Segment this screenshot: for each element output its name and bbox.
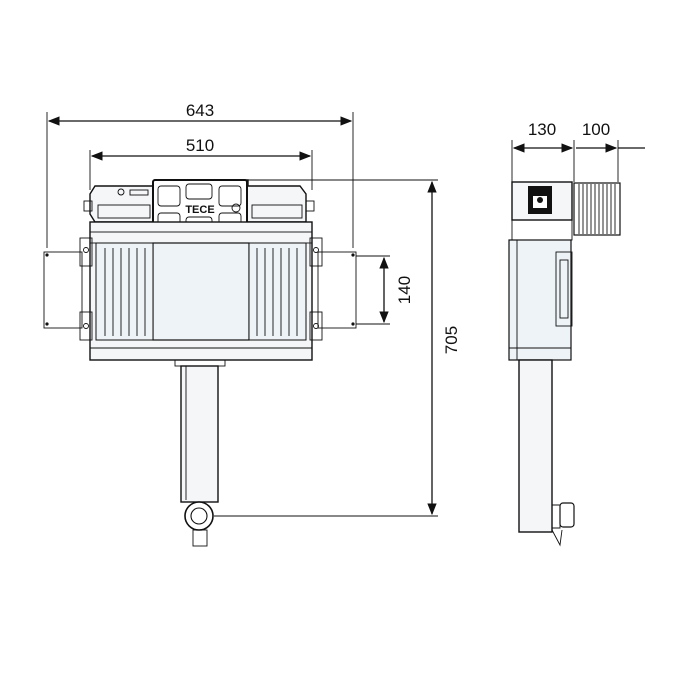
left-ribs: [95, 242, 154, 341]
left-mounting-bracket: [43, 251, 83, 329]
side-view: [508, 181, 621, 547]
dim-total-width: 643: [186, 101, 214, 120]
front-view: TECE: [43, 179, 357, 547]
dim-tank-width: 510: [186, 136, 214, 155]
dim-total-height: 705: [442, 326, 461, 354]
dim-side-depth: 130: [528, 120, 556, 139]
front-dimensions: 643 510 140 705: [46, 101, 461, 517]
right-mounting-bracket: [317, 251, 357, 329]
outlet-connector: [174, 359, 226, 367]
side-corrugated-pipe: [573, 182, 621, 236]
right-ribs: [248, 242, 307, 341]
side-flush-pipe: [518, 359, 553, 533]
brand-label: TECE: [185, 204, 214, 216]
dim-side-extra: 100: [582, 120, 610, 139]
dim-flush-height: 140: [395, 276, 414, 304]
flush-pipe: [180, 365, 219, 503]
tank-front-panel: [152, 242, 250, 341]
side-outlet: [559, 502, 575, 528]
side-dimensions: 130 100: [511, 120, 645, 182]
side-tank-body: [508, 239, 572, 361]
